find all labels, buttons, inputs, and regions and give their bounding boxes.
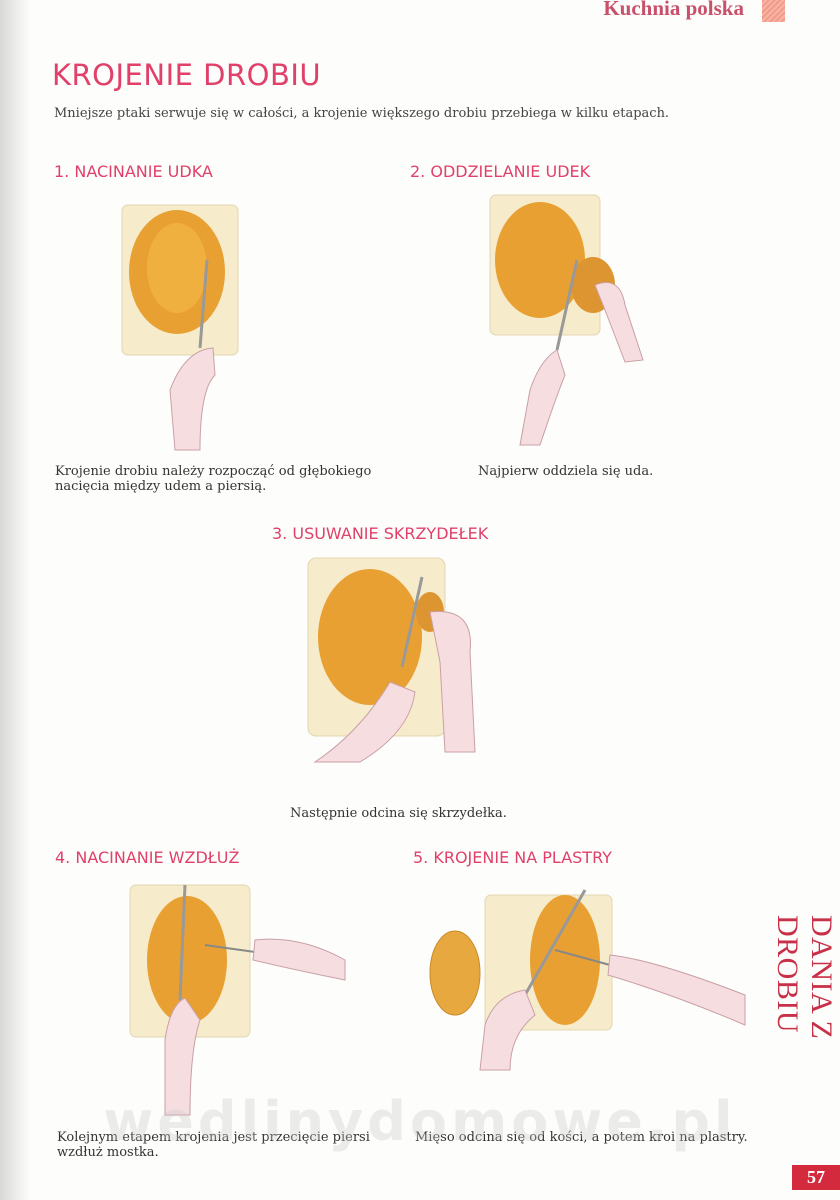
caption-line: Najpierw oddziela się uda. <box>478 464 654 479</box>
step-3-illustration <box>307 557 476 763</box>
intro-text: Mniejsze ptaki serwuje się w całości, a … <box>54 106 670 121</box>
caption-line: Krojenie drobiu należy rozpocząć od głęb… <box>55 464 372 479</box>
section-header: Kuchnia polska <box>603 0 744 20</box>
step-1-heading: 1. NACINANIE UDKA <box>54 162 213 181</box>
chapter-side-label: DANIA Z DROBIU <box>771 915 838 1040</box>
step-3-heading: 3. USUWANIE SKRZYDEŁEK <box>272 524 489 543</box>
step-1-caption: Krojenie drobiu należy rozpocząć od głęb… <box>55 464 371 494</box>
step-3-caption: Następnie odcina się skrzydełka. <box>290 806 507 821</box>
step-2-heading: 2. ODDZIELANIE UDEK <box>410 162 591 181</box>
step-5-caption: Mięso odcina się od kości, a potem kroi … <box>415 1130 748 1145</box>
caption-line: wzdłuż mostka. <box>57 1145 159 1160</box>
step-5-illustration <box>429 889 746 1071</box>
step-4-caption: Kolejnym etapem krojenia jest przecięcie… <box>57 1130 370 1160</box>
caption-line: Kolejnym etapem krojenia jest przecięcie… <box>57 1130 370 1145</box>
page-gutter-shadow <box>0 0 30 1200</box>
caption-line: nacięcia między udem a piersią. <box>55 479 267 494</box>
header-color-square <box>762 0 785 22</box>
caption-line: Mięso odcina się od kości, a potem kroi … <box>415 1130 748 1145</box>
step-4-heading: 4. NACINANIE WZDŁUŻ <box>55 848 240 867</box>
step-5-heading: 5. KROJENIE NA PLASTRY <box>413 848 612 867</box>
step-1-illustration <box>121 204 239 451</box>
page-number: 57 <box>792 1165 840 1190</box>
page-title: KROJENIE DROBIU <box>52 58 322 92</box>
caption-line: Następnie odcina się skrzydełka. <box>290 806 507 821</box>
step-2-caption: Najpierw oddziela się uda. <box>478 464 653 479</box>
step-2-illustration <box>489 194 644 446</box>
step-4-illustration <box>129 884 346 1116</box>
watermark: wedlinydomowe.pl <box>103 1090 737 1153</box>
